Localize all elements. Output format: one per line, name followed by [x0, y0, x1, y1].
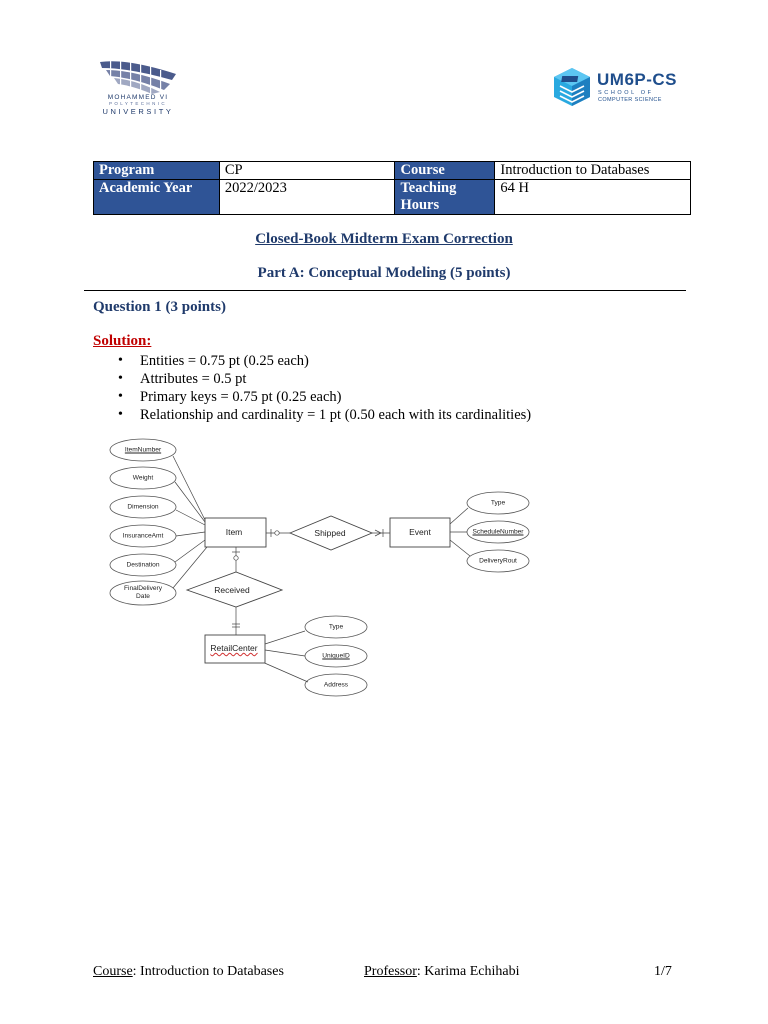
school-line1: SCHOOL OF — [598, 90, 654, 96]
question-title: Question 1 (3 points) — [93, 299, 226, 315]
program-label: Program — [93, 161, 220, 180]
footer-course-value: : Introduction to Databases — [132, 964, 284, 979]
footer-course-label: Course — [93, 964, 133, 979]
list-item: Entities = 0.75 pt (0.25 each) — [118, 352, 531, 370]
attr-event-type: Type — [490, 499, 506, 507]
logo-left-line3: UNIVERSITY — [102, 107, 174, 116]
attr-retail-type: Type — [328, 623, 344, 631]
list-item: Relationship and cardinality = 1 pt (0.5… — [118, 406, 531, 424]
entity-retailcenter: RetailCenter — [210, 643, 258, 653]
attr-destination: Destination — [126, 561, 160, 569]
grading-list: Entities = 0.75 pt (0.25 each) Attribute… — [118, 352, 531, 424]
solution-label: Solution: — [93, 333, 152, 349]
school-logo: UM6P-CS SCHOOL OF COMPUTER SCIENCE — [550, 66, 680, 108]
attr-uniqueid: UniqueID — [322, 652, 350, 660]
attr-weight: Weight — [132, 474, 154, 482]
er-diagram: ItemNumber Weight Dimension InsuranceAmt… — [100, 432, 540, 702]
attr-schedulenumber: ScheduleNumber — [472, 528, 524, 536]
attr-date: Date — [136, 593, 150, 600]
university-logo: MOHAMMED VI POLYTECHNIC UNIVERSITY — [96, 56, 180, 120]
table-row: Program CP Course Introduction to Databa… — [93, 161, 691, 180]
attr-finaldelivery-date: FinalDelivery Date — [124, 585, 162, 601]
university-logo-icon — [100, 60, 176, 94]
entity-item: Item — [225, 527, 243, 537]
attr-address: Address — [323, 681, 349, 689]
relationship-received: Received — [214, 585, 250, 595]
divider — [84, 290, 686, 291]
logo-left-line1: MOHAMMED VI — [107, 94, 169, 101]
footer-professor-value: : Karima Echihabi — [416, 964, 520, 979]
year-label: Academic Year — [93, 179, 220, 215]
attr-finaldelivery: FinalDelivery — [123, 585, 163, 592]
course-value: Introduction to Databases — [494, 161, 691, 180]
footer-course: Course: Introduction to Databases — [93, 964, 284, 980]
attr-dimension: Dimension — [127, 503, 159, 511]
page-number: 1/7 — [654, 964, 672, 979]
course-info-table: Program CP Course Introduction to Databa… — [93, 161, 691, 215]
relationship-shipped: Shipped — [314, 528, 346, 538]
logo-left-line2: POLYTECHNIC — [108, 101, 168, 106]
part-title: Part A: Conceptual Modeling (5 points) — [257, 265, 511, 281]
program-value: CP — [218, 161, 396, 180]
hours-label: Teaching Hours — [394, 179, 496, 215]
school-line2: COMPUTER SCIENCE — [598, 97, 662, 103]
footer-professor-label: Professor — [364, 964, 417, 979]
list-item: Attributes = 0.5 pt — [118, 370, 531, 388]
table-row: Academic Year 2022/2023 Teaching Hours 6… — [93, 179, 691, 215]
exam-title: Closed-Book Midterm Exam Correction — [255, 231, 513, 247]
course-label: Course — [394, 161, 496, 180]
attr-itemnumber: ItemNumber — [124, 446, 162, 454]
footer-professor: Professor: Karima Echihabi — [364, 964, 520, 980]
hours-value: 64 H — [494, 179, 691, 215]
year-value: 2022/2023 — [218, 179, 396, 215]
cube-stack-icon — [554, 68, 590, 106]
attr-deliveryrout: DeliveryRout — [479, 557, 517, 565]
list-item: Primary keys = 0.75 pt (0.25 each) — [118, 388, 531, 406]
school-brand: UM6P-CS — [597, 70, 678, 89]
entity-event: Event — [409, 527, 431, 537]
attr-insuranceamt: InsuranceAmt — [122, 532, 164, 540]
er-diagram-lines — [109, 438, 530, 697]
